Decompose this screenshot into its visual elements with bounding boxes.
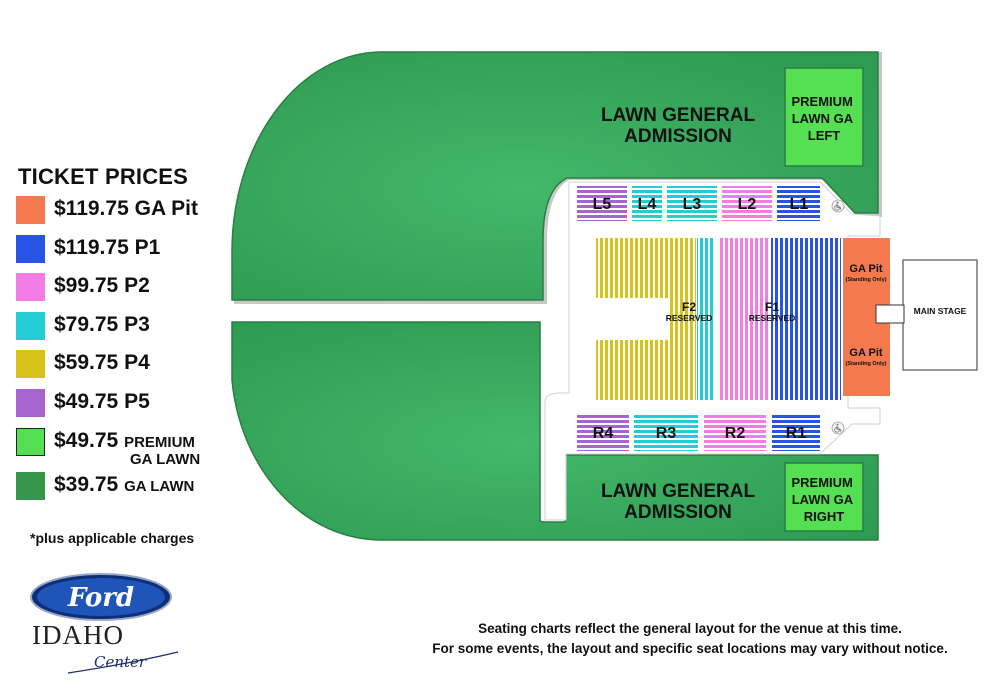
premium-lawn-ga-left[interactable] bbox=[784, 67, 864, 167]
price-value: $49.75 bbox=[54, 428, 119, 452]
swatch-premium-ga-lawn bbox=[16, 427, 45, 456]
price-label-line1: PREMIUM bbox=[124, 433, 195, 451]
section-r3-label: R3 bbox=[656, 425, 677, 442]
section-r2[interactable] bbox=[704, 413, 766, 451]
floor-f2-tag: RESERVED bbox=[666, 313, 713, 323]
legend-item-ga-pit: $119.75 GA Pit bbox=[14, 196, 244, 235]
price-value: $119.75 bbox=[54, 235, 129, 259]
legend-item-p1: $119.75 P1 bbox=[14, 234, 244, 274]
legend-item-p2: $99.75 P2 bbox=[14, 273, 244, 312]
premium-right-label: PREMIUM LAWN GA RIGHT bbox=[791, 475, 856, 524]
section-l1[interactable] bbox=[777, 186, 820, 221]
price-value: $39.75 bbox=[54, 473, 119, 497]
section-l4[interactable] bbox=[632, 186, 662, 221]
section-l4-label: L4 bbox=[638, 196, 657, 213]
price-label: P5 bbox=[124, 389, 150, 413]
section-r4[interactable] bbox=[577, 413, 629, 451]
floor-f1-label: F1 bbox=[765, 300, 779, 314]
section-l5-label: L5 bbox=[593, 196, 612, 213]
disclaimer-line-2: For some events, the layout and specific… bbox=[432, 641, 948, 656]
section-l2-label: L2 bbox=[738, 196, 757, 213]
price-value: $49.75 bbox=[54, 389, 119, 413]
price-label: P2 bbox=[124, 274, 150, 298]
ga-pit-sub-bottom: (Standing Only) bbox=[846, 361, 887, 367]
disclaimer-line-1: Seating charts reflect the general layou… bbox=[478, 621, 902, 636]
price-value: $59.75 bbox=[54, 351, 119, 375]
ga-pit-sub-top: (Standing Only) bbox=[846, 277, 887, 283]
main-stage bbox=[902, 259, 978, 371]
legend-item-p4: $59.75 P4 bbox=[14, 350, 244, 389]
stage-thrust bbox=[875, 304, 905, 324]
price-value: $119.75 bbox=[54, 197, 129, 220]
swatch-ga-pit bbox=[16, 196, 45, 224]
section-l3-label: L3 bbox=[683, 196, 702, 213]
section-r1[interactable] bbox=[772, 413, 820, 451]
price-label: GA LAWN bbox=[124, 478, 195, 496]
swatch-p2 bbox=[16, 273, 45, 302]
section-r1-label: R1 bbox=[786, 425, 807, 442]
floor-f2-label: F2 bbox=[682, 300, 696, 314]
wheelchair-icon bbox=[831, 421, 845, 435]
main-stage-label: MAIN STAGE bbox=[914, 306, 967, 316]
swatch-p4 bbox=[16, 350, 45, 379]
price-label: P1 bbox=[134, 235, 161, 259]
wheelchair-icon bbox=[831, 199, 845, 213]
seating-disclaimer: Seating charts reflect the general layou… bbox=[360, 619, 1000, 659]
price-label: P4 bbox=[124, 351, 150, 375]
ga-pit-label-top: GA Pit bbox=[849, 263, 883, 275]
legend-item-p5: $49.75 P5 bbox=[14, 388, 244, 428]
section-l3[interactable] bbox=[667, 186, 717, 221]
svg-text:Ford: Ford bbox=[67, 583, 134, 613]
section-l2[interactable] bbox=[722, 186, 772, 221]
swatch-p3 bbox=[16, 311, 45, 340]
legend-item-ga-lawn: $39.75 GA LAWN bbox=[14, 472, 244, 511]
floor-f1-tag: RESERVED bbox=[749, 313, 796, 323]
lawn-general-admission-lower[interactable] bbox=[231, 321, 879, 541]
swatch-p5 bbox=[16, 388, 45, 417]
section-r3[interactable] bbox=[634, 413, 698, 451]
swatch-ga-lawn bbox=[16, 472, 45, 501]
lawn-general-admission-upper[interactable] bbox=[231, 51, 879, 301]
ford-idaho-center-logo: Ford IDAHO Center bbox=[30, 573, 179, 674]
section-l1-label: L1 bbox=[790, 196, 809, 213]
price-value: $79.75 bbox=[54, 312, 119, 336]
price-label: P3 bbox=[124, 312, 150, 336]
section-l5[interactable] bbox=[577, 186, 627, 221]
legend-item-p3: $79.75 P3 bbox=[14, 311, 244, 351]
floor-section-f1[interactable] bbox=[718, 238, 841, 400]
price-value: $99.75 bbox=[54, 274, 119, 298]
price-label: GA Pit bbox=[134, 197, 198, 220]
premium-left-label: PREMIUM LAWN GA LEFT bbox=[791, 94, 856, 143]
charges-note: *plus applicable charges bbox=[30, 530, 195, 546]
price-label-line2: GA LAWN bbox=[130, 450, 201, 468]
floor-section-f2[interactable] bbox=[596, 238, 715, 400]
ticket-price-legend: TICKET PRICES $119.75 GA Pit $119.75 P1 … bbox=[14, 164, 244, 511]
section-r4-label: R4 bbox=[593, 425, 614, 442]
ga-pit-label-bottom: GA Pit bbox=[849, 347, 883, 359]
swatch-p1 bbox=[16, 234, 45, 263]
svg-text:Center: Center bbox=[94, 653, 147, 671]
section-r2-label: R2 bbox=[725, 425, 746, 442]
legend-title: TICKET PRICES bbox=[18, 164, 189, 189]
premium-lawn-ga-right[interactable] bbox=[784, 462, 864, 532]
svg-text:IDAHO: IDAHO bbox=[32, 620, 124, 650]
